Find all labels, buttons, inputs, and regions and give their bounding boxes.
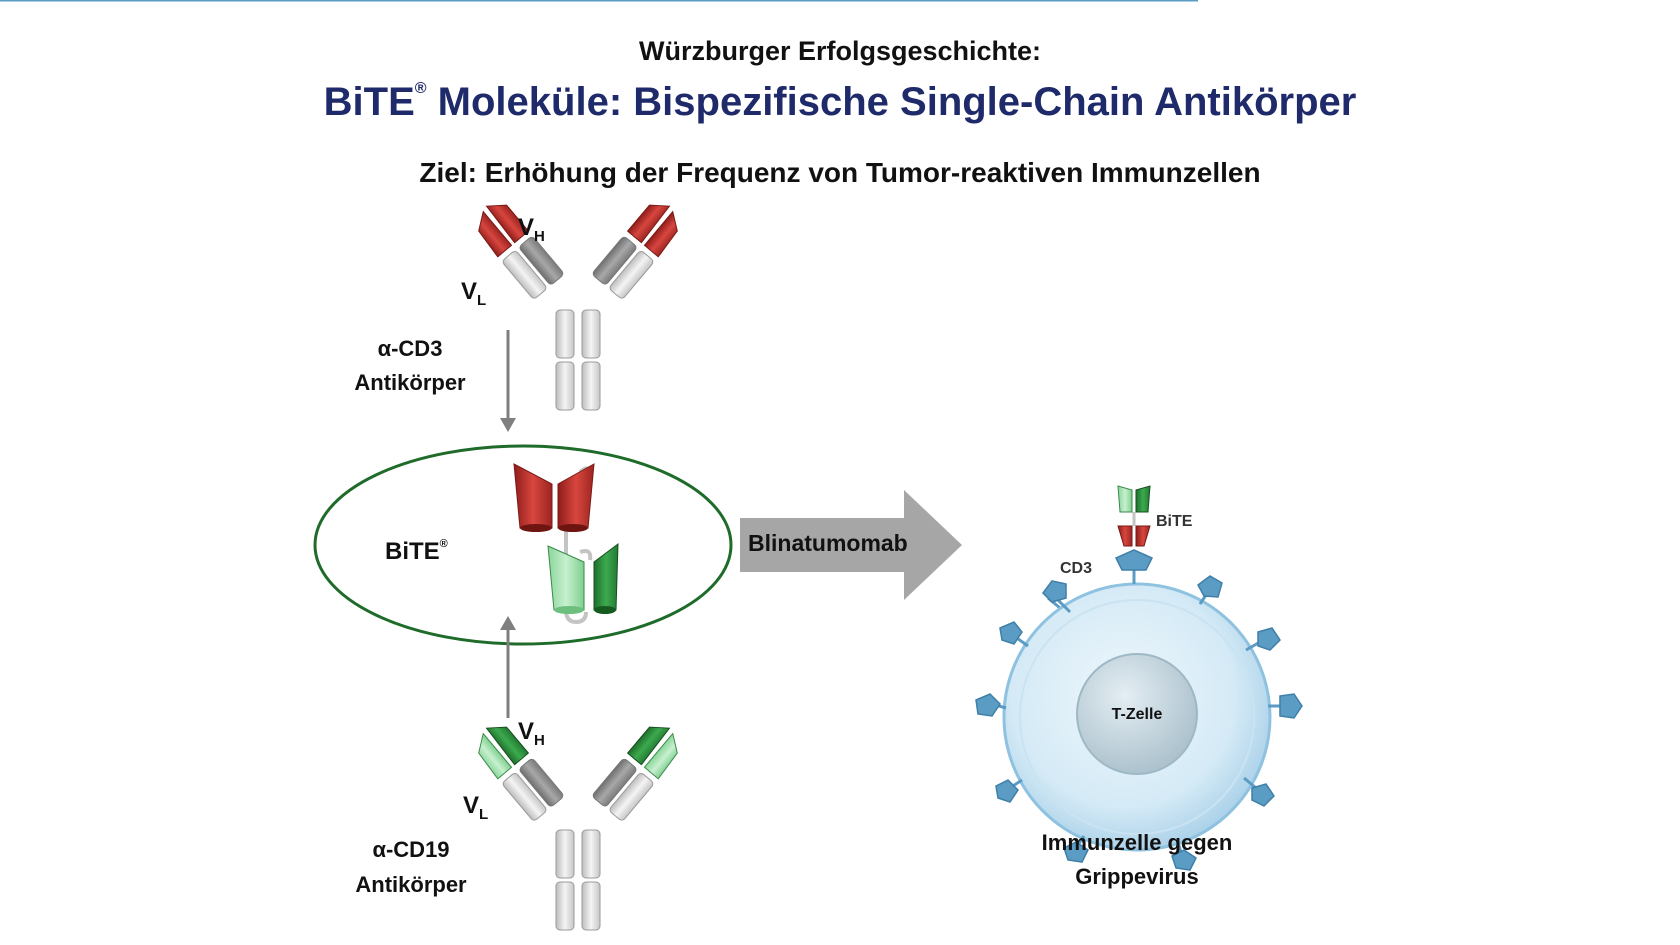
bottom-antibody-vl-left [485, 726, 530, 766]
cell-caption-2: Grippevirus [1075, 864, 1199, 889]
top-antibody-left-arm [478, 204, 564, 299]
bottom-antibody-vh-right [643, 732, 678, 780]
cell-cd3-label: CD3 [1060, 560, 1093, 577]
bottom-vl-label: VL [463, 792, 488, 823]
bottom-antibody-vh-left [478, 732, 513, 780]
cell-nucleus-label: T-Zelle [1111, 706, 1163, 723]
top-antibody-vl-left [485, 204, 530, 244]
cell-nucleus [1076, 653, 1198, 775]
top-antibody [478, 204, 678, 411]
bottom-antibody-fc-right-upper [581, 829, 601, 879]
top-antibody-fc-left-upper [555, 309, 575, 359]
top-antibody-vh-right [643, 210, 678, 258]
bottom-vh-label: VH [518, 718, 545, 749]
top-antibody-fc-left-lower [555, 361, 575, 411]
top-vh-sub: H [534, 228, 545, 245]
bottom-vh-sub: H [534, 732, 545, 749]
top-antibody-vh-left [478, 210, 513, 258]
cell-caption-1: Immunzelle gegen [1041, 830, 1233, 855]
bottom-antibody-right-arm [592, 726, 678, 821]
bite-red-right [557, 463, 595, 529]
top-vl-label: VL [461, 278, 486, 309]
bottom-vl-letter: V [463, 792, 480, 819]
top-vl-sub: L [477, 292, 487, 309]
bite-lightgreen [547, 545, 585, 611]
bite-label-mark: ® [439, 538, 448, 550]
bite-green [593, 542, 619, 611]
bite-ellipse [313, 444, 733, 646]
bottom-antibody-fc-right-lower [581, 881, 601, 931]
top-antibody-name-1: α-CD3 [377, 336, 443, 361]
process-arrow-label: Blinatumomab [748, 530, 908, 556]
arrow-bottom-head [500, 616, 516, 630]
bite-molecule [513, 463, 619, 625]
bottom-antibody [478, 726, 678, 931]
bottom-antibody-name-1: α-CD19 [372, 837, 450, 862]
top-antibody-vl-right [626, 204, 671, 244]
t-cell [0, 0, 1303, 871]
bite-label: BiTE® [385, 538, 448, 566]
main-title-rest: Moleküle: Bispezifische Single-Chain Ant… [426, 80, 1357, 124]
top-vh-label: VH [518, 214, 545, 245]
bottom-antibody-fc-left-upper [555, 829, 575, 879]
bottom-antibody-fc-left-lower [555, 881, 575, 931]
top-vh-letter: V [518, 214, 535, 241]
main-title-bite: BiTE [323, 80, 415, 124]
top-antibody-fc-right-lower [581, 361, 601, 411]
top-antibody-fc-right-upper [581, 309, 601, 359]
top-antibody-right-arm [592, 204, 678, 299]
process-arrow [740, 490, 962, 600]
main-title: BiTE® Moleküle: Bispezifische Single-Cha… [0, 80, 1680, 125]
bottom-antibody-name-2: Antikörper [355, 872, 467, 897]
top-antibody-name-2: Antikörper [354, 370, 466, 395]
cell-receptor-heads [975, 549, 1303, 871]
bite-label-text: BiTE [385, 538, 440, 565]
cell-bite [1117, 485, 1151, 547]
bite-red-left [513, 463, 553, 529]
subtitle: Ziel: Erhöhung der Frequenz von Tumor-re… [419, 157, 1261, 188]
top-vl-letter: V [461, 278, 478, 305]
cell-bite-label: BiTE [1156, 513, 1193, 530]
bottom-vh-letter: V [518, 718, 535, 745]
main-title-registered-mark: ® [414, 80, 427, 97]
cell-receptors [0, 0, 1198, 610]
arrow-top-head [500, 418, 516, 432]
bottom-antibody-vl-right [626, 726, 671, 766]
header-line1: Würzburger Erfolgsgeschichte: [638, 36, 1042, 66]
bottom-vl-sub: L [479, 806, 489, 823]
bottom-antibody-left-arm [478, 726, 564, 821]
